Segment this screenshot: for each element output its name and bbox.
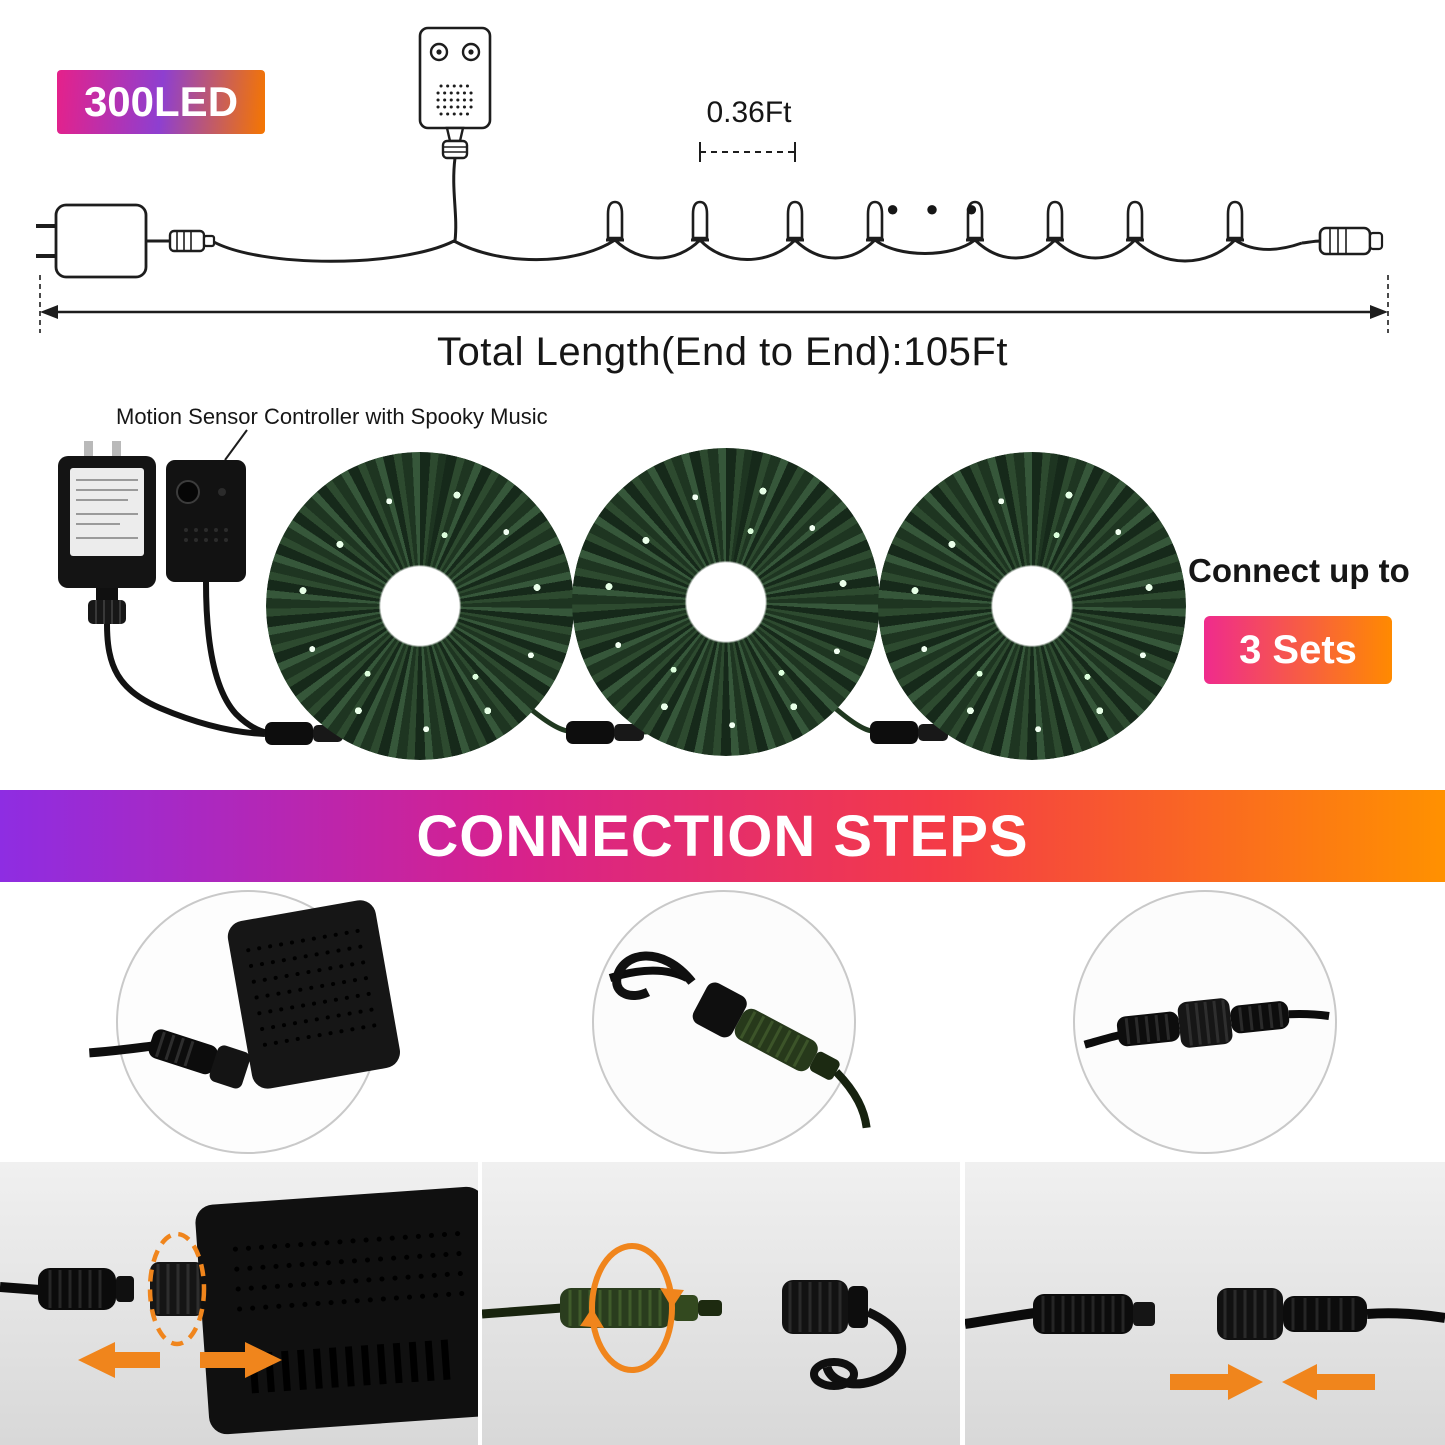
capped-connector-icon [692,982,871,1129]
step3-zoom-photo [965,882,1445,1160]
step2-zoom-art [592,890,871,1154]
connect-up-to-label: Connect up to [1188,552,1410,589]
total-length-label: Total Length(End to End):105Ft [437,330,1008,374]
light-coil-2 [572,448,880,756]
step1-action-photo [0,1162,499,1445]
light-coil-1 [266,452,574,760]
arrow-right-icon [1170,1364,1263,1400]
connector-icon [89,1029,251,1089]
rotate-arrows-icon [580,1243,684,1373]
power-adapter-icon [58,441,266,737]
twist-guide-icon [147,1231,207,1347]
step3-action-art [964,1288,1445,1400]
light-coil-3 [878,452,1186,760]
step1-zoom-art [89,890,400,1154]
step3-action-photo [964,1162,1445,1445]
controller-body-icon [195,1186,499,1435]
controller-callout-label: Motion Sensor Controller with Spooky Mus… [116,404,548,429]
black-cap-icon [782,1280,907,1390]
controller-box-icon [227,900,400,1089]
string-wire [211,237,1303,263]
length-dimension [39,275,1389,333]
power-plug-icon [36,203,216,279]
step3-zoom-art [1073,890,1337,1154]
sensor-controller-icon [418,26,492,242]
bulb-spacing-label: 0.36Ft [706,96,792,129]
step1-action-art [0,1186,499,1435]
arrow-right-icon [200,1342,282,1378]
label-pointer-line [224,429,248,461]
continuation-dots: ● ● ● [886,196,989,221]
arrow-left-icon [1282,1364,1375,1400]
motion-sensor-controller-icon [166,460,269,736]
female-connector-icon [1217,1288,1445,1340]
spacing-measure [699,142,796,162]
arrow-left-icon [78,1342,160,1378]
joined-connectors-icon [1083,998,1330,1049]
diagram-line-art [36,26,1389,745]
sets-count-badge: 3 Sets [1204,616,1392,684]
male-connector-icon [1033,1294,1155,1334]
led-count-badge: 300LED [57,70,265,134]
controller-socket-icon [150,1262,204,1316]
step1-zoom-photo [0,882,478,1160]
step2-action-photo [481,1162,960,1445]
step2-zoom-photo [482,882,960,1160]
end-connector-icon [1301,226,1384,256]
connection-steps-banner: CONNECTION STEPS [0,790,1445,882]
male-connector-icon [38,1268,134,1310]
step2-action-art [481,1243,907,1390]
cap-strap-icon [612,951,696,1000]
